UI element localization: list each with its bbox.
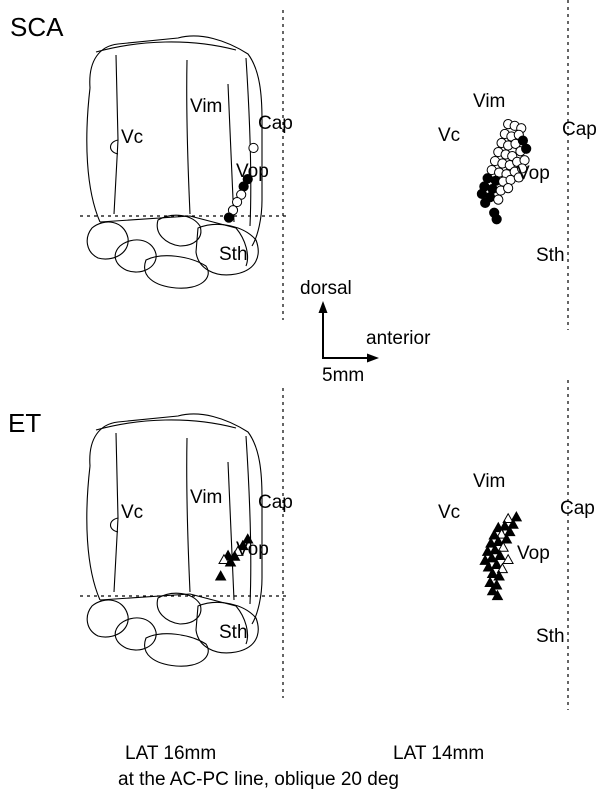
group-label-et: ET: [8, 410, 41, 436]
atlas-vim-boundary: [187, 60, 190, 214]
region-label-vop: Vop: [517, 544, 550, 563]
region-label-vop: Vop: [517, 164, 550, 183]
atlas-lower-lobe-1: [87, 222, 128, 259]
filled-triangle-marker: [216, 571, 226, 580]
atlas-upper-cap: [96, 420, 236, 430]
atlas-vop-boundary: [228, 462, 234, 600]
atlas-upper-cap: [96, 42, 236, 52]
region-label-vop: Vop: [236, 162, 269, 181]
region-label-vc: Vc: [121, 128, 143, 147]
region-label-vim: Vim: [473, 92, 505, 111]
region-label-vc: Vc: [121, 503, 143, 522]
atlas-inner-lobe: [157, 215, 201, 246]
atlas-lower-lobe-2: [115, 618, 156, 650]
open-circle-marker: [249, 143, 258, 152]
atlas-panel-et-lat14: [568, 380, 614, 710]
atlas-vim-boundary: [187, 438, 190, 592]
region-label-cap: Cap: [560, 499, 595, 518]
atlas-cap-boundary: [246, 436, 251, 604]
region-label-vim: Vim: [190, 488, 222, 507]
region-label-cap: Cap: [562, 120, 597, 139]
region-label-vop: Vop: [236, 540, 269, 559]
atlas-vc-anterior: [114, 433, 118, 592]
region-label-vim: Vim: [473, 472, 505, 491]
filled-circle-marker: [522, 144, 531, 153]
group-label-sca: SCA: [10, 14, 63, 40]
region-label-cap: Cap: [258, 114, 293, 133]
region-label-sth: Sth: [219, 245, 248, 264]
atlas-vc-anterior: [114, 55, 118, 214]
region-label-vc: Vc: [438, 503, 460, 522]
scale-label: 5mm: [322, 366, 364, 385]
atlas-panel-sca-lat14: [568, 0, 614, 330]
caption-lat16: LAT 16mm: [125, 744, 216, 763]
region-label-cap: Cap: [258, 493, 293, 512]
dorsal-arrowhead-icon: [319, 301, 328, 313]
atlas-lower-lobe-2: [115, 240, 156, 272]
filled-circle-marker: [224, 213, 233, 222]
atlas-cap-boundary: [246, 58, 251, 226]
atlas-inner-lobe: [157, 593, 201, 624]
atlas-lower-lobe-1: [87, 600, 128, 637]
filled-circle-marker: [492, 215, 501, 224]
region-label-vc: Vc: [438, 126, 460, 145]
region-label-sth: Sth: [219, 623, 248, 642]
region-label-sth: Sth: [536, 627, 565, 646]
atlas-posterior-edge: [87, 466, 100, 600]
atlas-posterior-edge: [87, 88, 100, 222]
caption-lat14: LAT 14mm: [393, 744, 484, 763]
open-circle-marker: [504, 184, 513, 193]
dorsal-label: dorsal: [300, 279, 352, 298]
anterior-arrowhead-icon: [367, 354, 379, 363]
anterior-label: anterior: [366, 329, 430, 348]
filled-circle-marker: [481, 198, 490, 207]
open-circle-marker: [494, 195, 503, 204]
region-label-vim: Vim: [190, 97, 222, 116]
region-label-sth: Sth: [536, 246, 565, 265]
caption-acpc-line: at the AC-PC line, oblique 20 deg: [118, 770, 399, 789]
